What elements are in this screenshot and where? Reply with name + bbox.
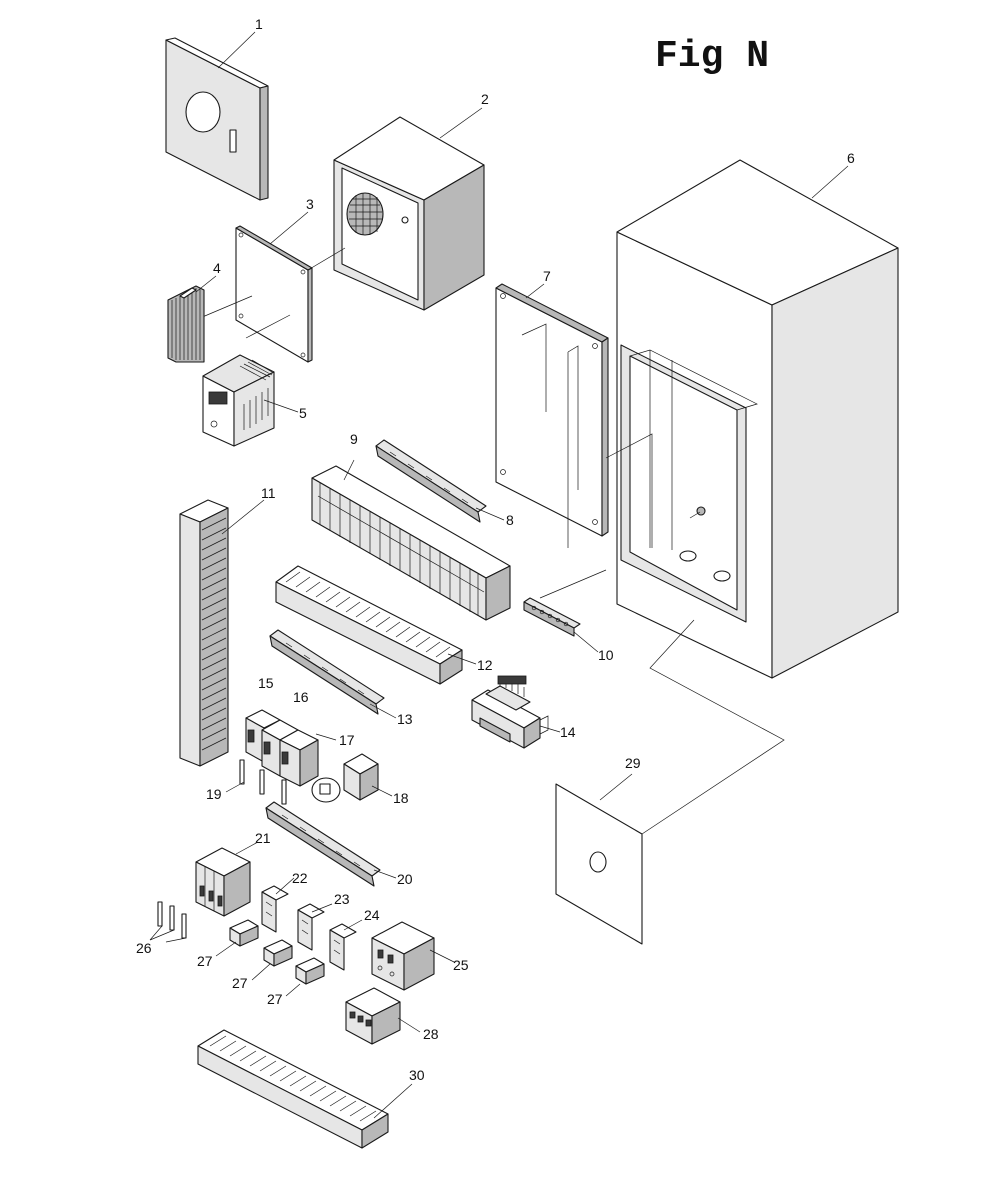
part-7-back-plate: [495, 283, 653, 548]
part-12-horizontal-cable-duct: [275, 565, 463, 685]
callout-4: 4: [213, 260, 221, 276]
callout-17: 17: [339, 732, 355, 748]
part-30-bottom-cable-duct: [197, 1029, 389, 1149]
callout-16: 16: [293, 689, 309, 705]
part-26-pins: [157, 901, 187, 939]
part-3-mounting-plate: [199, 225, 346, 363]
part-5-drive-unit: [202, 354, 275, 447]
callout-8: 8: [506, 512, 514, 528]
callout-23: 23: [334, 891, 350, 907]
part-23-relay-base: [297, 903, 325, 951]
callout-21: 21: [255, 830, 271, 846]
callout-10: 10: [598, 647, 614, 663]
part-18-timer: [311, 753, 379, 803]
part-2-enclosure-box: [333, 116, 485, 311]
part-9-terminal-blocks: [311, 465, 511, 621]
callout-28: 28: [423, 1026, 439, 1042]
callout-7: 7: [543, 268, 551, 284]
part-13-din-rail: [269, 629, 385, 715]
part-14-transformer: [471, 675, 549, 749]
callout-1: 1: [255, 16, 263, 32]
part-27-relay-module-c: [295, 957, 325, 985]
part-28-overload-relay: [345, 987, 401, 1045]
part-15-relay: [245, 709, 281, 763]
callout-5: 5: [299, 405, 307, 421]
callout-25: 25: [453, 957, 469, 973]
callout-19: 19: [206, 786, 222, 802]
part-8-din-rail: [375, 439, 487, 523]
callout-26: 26: [136, 940, 152, 956]
callout-13: 13: [397, 711, 413, 727]
part-29-side-panel: [555, 619, 785, 945]
callout-6: 6: [847, 150, 855, 166]
callout-27a: 27: [197, 953, 213, 969]
part-10-earth-bar: [523, 569, 607, 637]
callout-2: 2: [481, 91, 489, 107]
callout-3: 3: [306, 196, 314, 212]
leader-lines: [149, 31, 849, 1119]
part-20-din-rail: [265, 801, 381, 887]
part-6-main-cabinet: [616, 159, 899, 679]
callout-22: 22: [292, 870, 308, 886]
part-21-circuit-breaker: [195, 847, 251, 917]
callout-15: 15: [258, 675, 274, 691]
part-19-pins: [239, 759, 287, 805]
callout-9: 9: [350, 431, 358, 447]
callout-14: 14: [560, 724, 576, 740]
callout-18: 18: [393, 790, 409, 806]
part-27-relay-module-a: [229, 919, 259, 947]
figure-title: Fig N: [655, 35, 769, 78]
callout-labels: 1 2 3 4 5 6 7 9 8 10 11 12 13 14 15 16 1…: [136, 16, 855, 1083]
part-25-contactor: [371, 921, 435, 991]
part-1-cover-panel: [165, 37, 269, 201]
callout-11: 11: [261, 485, 276, 501]
part-27-relay-module-b: [263, 939, 293, 967]
part-24-relay-base: [329, 923, 357, 971]
callout-29: 29: [625, 755, 641, 771]
callout-30: 30: [409, 1067, 425, 1083]
part-4-heat-sink: [167, 285, 205, 363]
part-17-relay: [279, 729, 319, 787]
callout-27c: 27: [267, 991, 283, 1007]
callout-20: 20: [397, 871, 413, 887]
part-22-relay-base: [261, 885, 289, 933]
part-11-vertical-cable-duct: [179, 499, 229, 767]
callout-24: 24: [364, 907, 380, 923]
callout-12: 12: [477, 657, 493, 673]
callout-27b: 27: [232, 975, 248, 991]
